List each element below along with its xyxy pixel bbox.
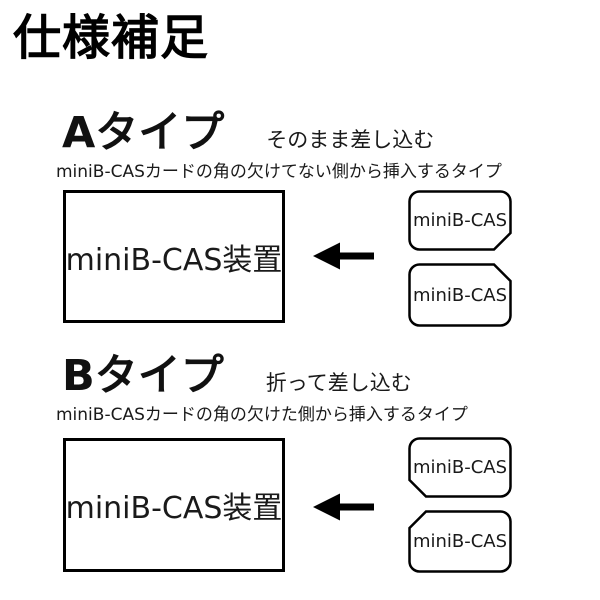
card-outline-icon <box>408 510 512 573</box>
device-b-label: miniB-CAS装置 <box>65 491 283 526</box>
type-b-method: 折って差し込む <box>265 371 412 395</box>
card-outline-icon <box>408 263 512 327</box>
device-box-a: miniB-CAS装置 <box>63 190 285 323</box>
card-label: miniB-CAS <box>412 457 508 478</box>
left-arrow-icon <box>313 493 374 521</box>
type-a-description: miniB-CASカードの角の欠けてない側から挿入するタイプ <box>56 162 502 182</box>
type-b-label: Bタイプ <box>62 351 224 401</box>
minibcas-card-notch-top-left: miniB-CAS <box>408 510 512 573</box>
minibcas-card-notch-bottom-right: miniB-CAS <box>408 190 512 251</box>
type-b-description: miniB-CASカードの角の欠けた側から挿入するタイプ <box>56 405 468 425</box>
minibcas-card-notch-bottom-left: miniB-CAS <box>408 437 512 498</box>
card-label: miniB-CAS <box>412 531 508 552</box>
type-a-label: Aタイプ <box>62 108 225 158</box>
type-a-method: そのまま差し込む <box>266 128 435 152</box>
card-outline-icon <box>408 190 512 251</box>
left-arrow-icon <box>313 242 374 270</box>
device-box-b: miniB-CAS装置 <box>63 438 285 572</box>
minibcas-card-notch-top-right: miniB-CAS <box>408 263 512 327</box>
section-a-heading: Aタイプそのまま差し込む <box>62 112 434 155</box>
section-b-heading: Bタイプ折って差し込む <box>62 355 412 398</box>
card-outline-icon <box>408 437 512 498</box>
card-label: miniB-CAS <box>412 210 508 231</box>
card-label: miniB-CAS <box>412 284 508 306</box>
device-a-label: miniB-CAS装置 <box>65 242 283 278</box>
page-title: 仕様補足 <box>13 10 210 66</box>
